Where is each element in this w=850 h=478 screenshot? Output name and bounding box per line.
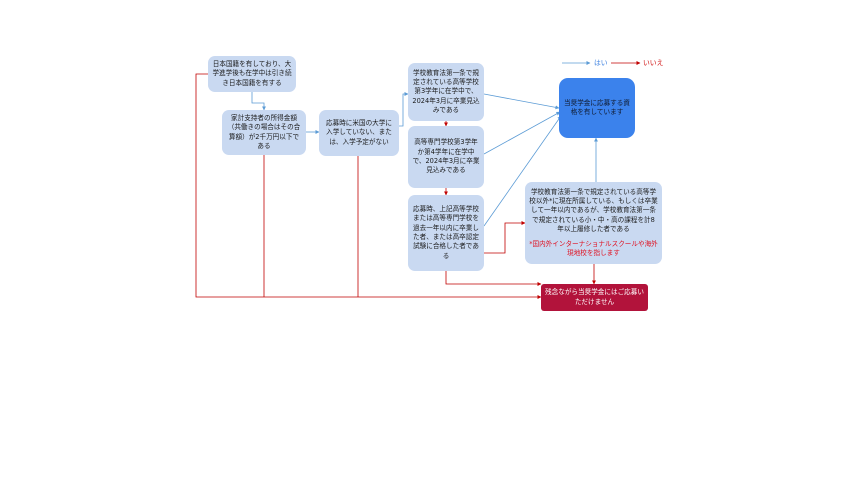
eligible-result-box: 当奨学金に応募する資格を有しています bbox=[559, 78, 635, 138]
us-college-condition-box: 応募時に米国の大学に入学していない、または、入学予定がない bbox=[319, 110, 399, 156]
graduated-condition-box: 応募時、上記高等学校または高等専門学校を過去一年以内に卒業した者、または高卒認定… bbox=[408, 195, 484, 271]
income-condition-box: 家計支持者の所得金額（共働きの場合はその合算額）が2千万円以下である bbox=[222, 110, 306, 155]
intl-school-condition-box: 学校教育法第一条で規定されている高等学校以外*に現在所属している、もしくは卒業し… bbox=[525, 182, 662, 264]
no-arrow-graduated-reject bbox=[445, 271, 542, 286]
kosen-condition-text: 高等専門学校第3学年か第4学年に在学中で、2024年3月に卒業見込みである bbox=[412, 138, 480, 175]
eligible-result-text: 当奨学金に応募する資格を有しています bbox=[564, 98, 630, 116]
intl-school-footnote: *国内外インターナショナルスクールや海外現地校を指します bbox=[529, 239, 658, 257]
legend-no-label: いいえ bbox=[643, 59, 664, 67]
yes-arrow-highschool-accept bbox=[483, 93, 560, 110]
us-college-condition-text: 応募時に米国の大学に入学していない、または、入学予定がない bbox=[326, 118, 392, 146]
kosen-condition-box: 高等専門学校第3学年か第4学年に在学中で、2024年3月に卒業見込みである bbox=[408, 126, 484, 188]
not-eligible-result-box: 残念ながら当奨学金にはご応募いただけません bbox=[541, 284, 648, 311]
no-arrow-nationality-reject bbox=[195, 73, 542, 299]
yes-arrow-graduated-accept bbox=[483, 115, 562, 227]
nationality-condition-text: 日本国籍を有しており、大学進学後も在学中は引き続き日本国籍を有する bbox=[212, 59, 292, 87]
nationality-condition-box: 日本国籍を有しており、大学進学後も在学中は引き続き日本国籍を有する bbox=[208, 56, 296, 92]
yes-arrow-kosen-accept bbox=[483, 111, 561, 155]
high-school-condition-text: 学校教育法第一条で規定されている高等学校第3学年に在学中で、2024年3月に卒業… bbox=[412, 68, 480, 115]
no-arrow-graduated-intlschool bbox=[484, 221, 526, 254]
income-condition-text: 家計支持者の所得金額（共働きの場合はその合算額）が2千万円以下である bbox=[227, 113, 301, 150]
not-eligible-result-text: 残念ながら当奨学金にはご応募いただけません bbox=[545, 288, 644, 306]
yes-arrow-uscollege-highschool bbox=[399, 92, 409, 127]
intl-school-condition-text: 学校教育法第一条で規定されている高等学校以外*に現在所属している、もしくは卒業し… bbox=[529, 187, 658, 234]
yes-arrow-nationality-income bbox=[251, 92, 266, 111]
graduated-condition-text: 応募時、上記高等学校または高等専門学校を過去一年以内に卒業した者、または高卒認定… bbox=[413, 204, 479, 260]
high-school-condition-box: 学校教育法第一条で規定されている高等学校第3学年に在学中で、2024年3月に卒業… bbox=[408, 63, 484, 121]
legend-yes-label: はい bbox=[594, 59, 608, 67]
